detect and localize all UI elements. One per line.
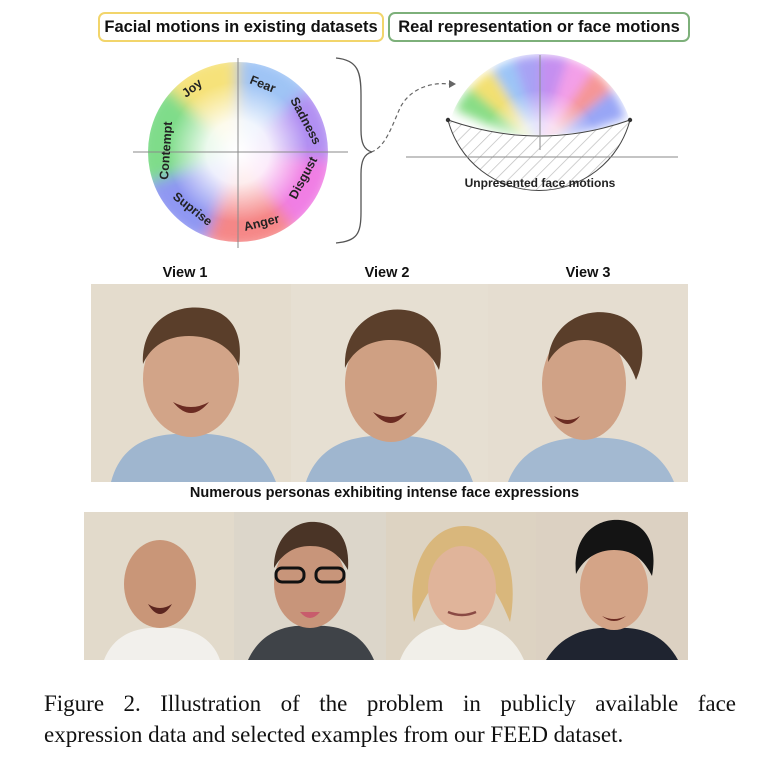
dashed-connector-arrow <box>370 83 450 153</box>
curly-brace <box>335 57 373 244</box>
unrepresented-region <box>447 119 631 191</box>
emotion-label-contempt: Contempt <box>157 120 175 180</box>
figure-caption-line-1: Figure 2. Illustration of the problem in… <box>44 691 736 716</box>
emotion-wheels-figure: Fear Sadness Disgust Anger Suprise Conte… <box>133 54 678 248</box>
view-3-label: View 3 <box>565 265 611 281</box>
figure-caption-line-2: expression data and selected examples fr… <box>44 722 624 747</box>
view-1-label: View 1 <box>162 265 208 281</box>
personas-title: Numerous personas exhibiting intense fac… <box>189 485 580 501</box>
view-2-photo <box>291 284 488 482</box>
figure-caption: Figure 2. Illustration of the problem in… <box>44 688 736 750</box>
view-3-photo <box>488 284 688 482</box>
persona-4-photo <box>536 512 688 660</box>
persona-2-photo <box>234 512 386 660</box>
real-representation-label: Real representation or face motions <box>388 12 690 42</box>
existing-datasets-label: Facial motions in existing datasets <box>98 12 384 42</box>
persona-1-photo <box>84 512 234 660</box>
view-2-label: View 2 <box>364 265 410 281</box>
unrepresented-motions-label: Unpresented face motions <box>465 176 616 190</box>
view-1-photo <box>91 284 291 482</box>
persona-3-photo <box>386 512 536 660</box>
